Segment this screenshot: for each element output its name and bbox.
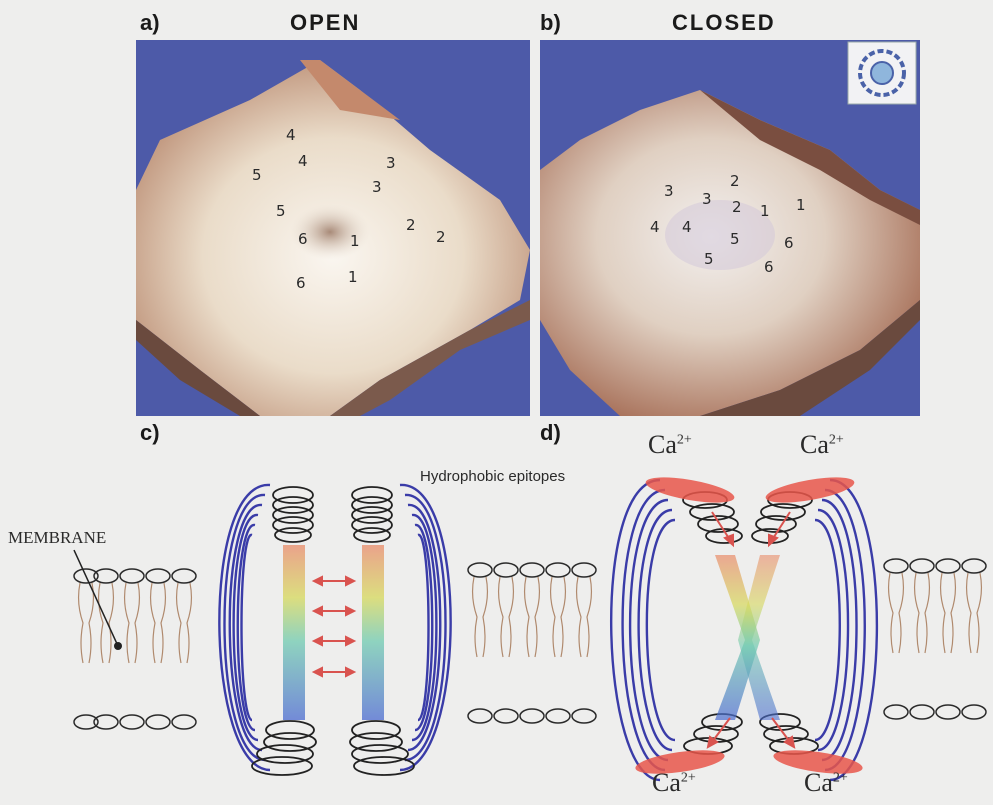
open-channel	[219, 485, 450, 775]
ca-label-bottom-left: Ca2+	[652, 768, 696, 798]
closed-channel	[611, 472, 877, 780]
ca-label-bottom-right: Ca2+	[804, 768, 848, 798]
membrane-bilayer-right	[884, 559, 986, 719]
ca-label-top-left: Ca2+	[648, 430, 692, 460]
open-pore-arrows	[314, 577, 354, 676]
membrane-bilayer-middle	[468, 563, 596, 723]
open-pore-helix-left	[283, 545, 305, 720]
open-pore-helix-right	[362, 545, 384, 720]
membrane-pointer	[74, 550, 118, 646]
hydrophobic-epitopes-label: Hydrophobic epitopes	[420, 468, 565, 485]
membrane-bilayer-left	[74, 569, 196, 729]
ca-label-top-right: Ca2+	[800, 430, 844, 460]
membrane-label: MEMBRANE	[8, 528, 106, 548]
